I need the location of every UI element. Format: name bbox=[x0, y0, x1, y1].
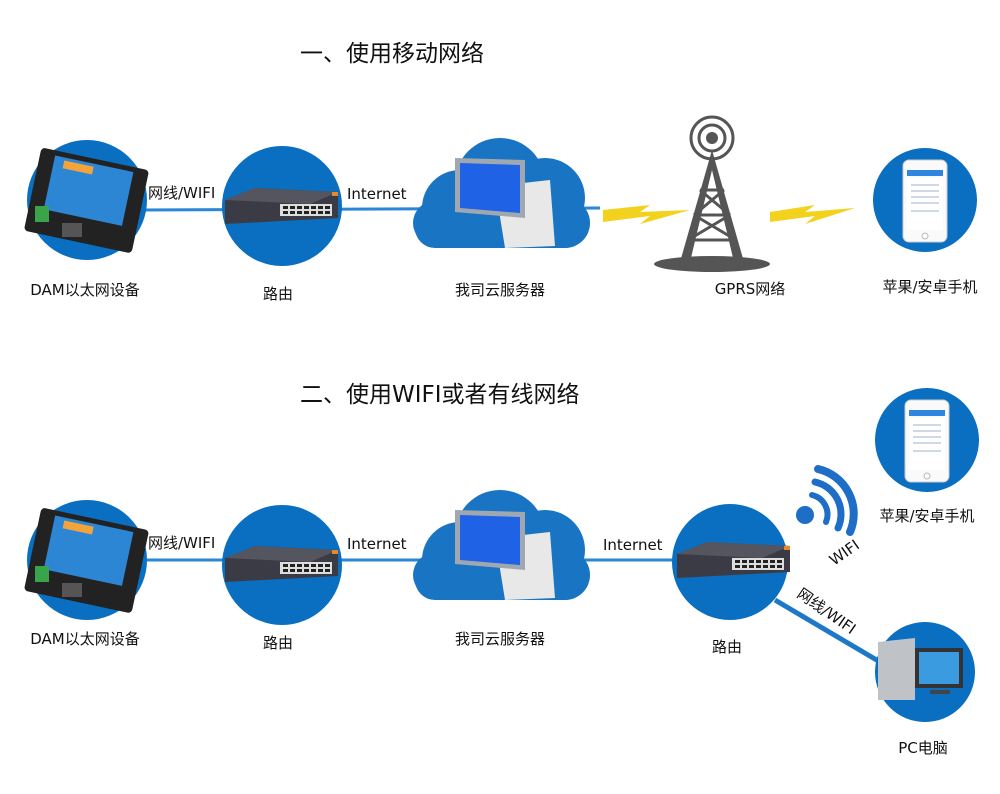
lightning-bolt-icon bbox=[770, 205, 855, 224]
link-label: 网线/WIFI bbox=[148, 184, 215, 202]
link-label: WIFI bbox=[826, 536, 863, 569]
pc-icon bbox=[878, 638, 963, 700]
node-label: DAM以太网设备 bbox=[30, 630, 140, 648]
node-label: 我司云服务器 bbox=[455, 630, 545, 648]
wifi-signal-icon bbox=[796, 465, 858, 536]
node-label: PC电脑 bbox=[898, 739, 948, 757]
smartphone-icon bbox=[902, 159, 948, 243]
link-line bbox=[773, 597, 882, 665]
link-label: Internet bbox=[603, 536, 663, 554]
node-label: 路由 bbox=[712, 638, 742, 656]
link-label: Internet bbox=[347, 535, 407, 553]
cloud-server-icon bbox=[413, 490, 590, 600]
cloud-server-icon bbox=[413, 138, 590, 248]
router-icon bbox=[225, 188, 338, 224]
section1-title: 一、使用移动网络 bbox=[300, 41, 484, 67]
node-label: DAM以太网设备 bbox=[30, 281, 140, 299]
gprs-tower-icon bbox=[654, 115, 770, 272]
node-label: 路由 bbox=[263, 285, 293, 303]
node-label: 我司云服务器 bbox=[455, 281, 545, 299]
section2-title: 二、使用WIFI或者有线网络 bbox=[300, 382, 580, 408]
node-label: 苹果/安卓手机 bbox=[879, 507, 974, 525]
node-label: 路由 bbox=[263, 634, 293, 652]
smartphone-icon bbox=[904, 399, 950, 483]
router-icon bbox=[677, 542, 790, 578]
node-label: GPRS网络 bbox=[715, 280, 786, 298]
link-label: Internet bbox=[347, 185, 407, 203]
router-icon bbox=[225, 546, 338, 582]
lightning-bolt-icon bbox=[603, 205, 690, 224]
node-label: 苹果/安卓手机 bbox=[882, 278, 977, 296]
link-label: 网线/WIFI bbox=[148, 534, 215, 552]
